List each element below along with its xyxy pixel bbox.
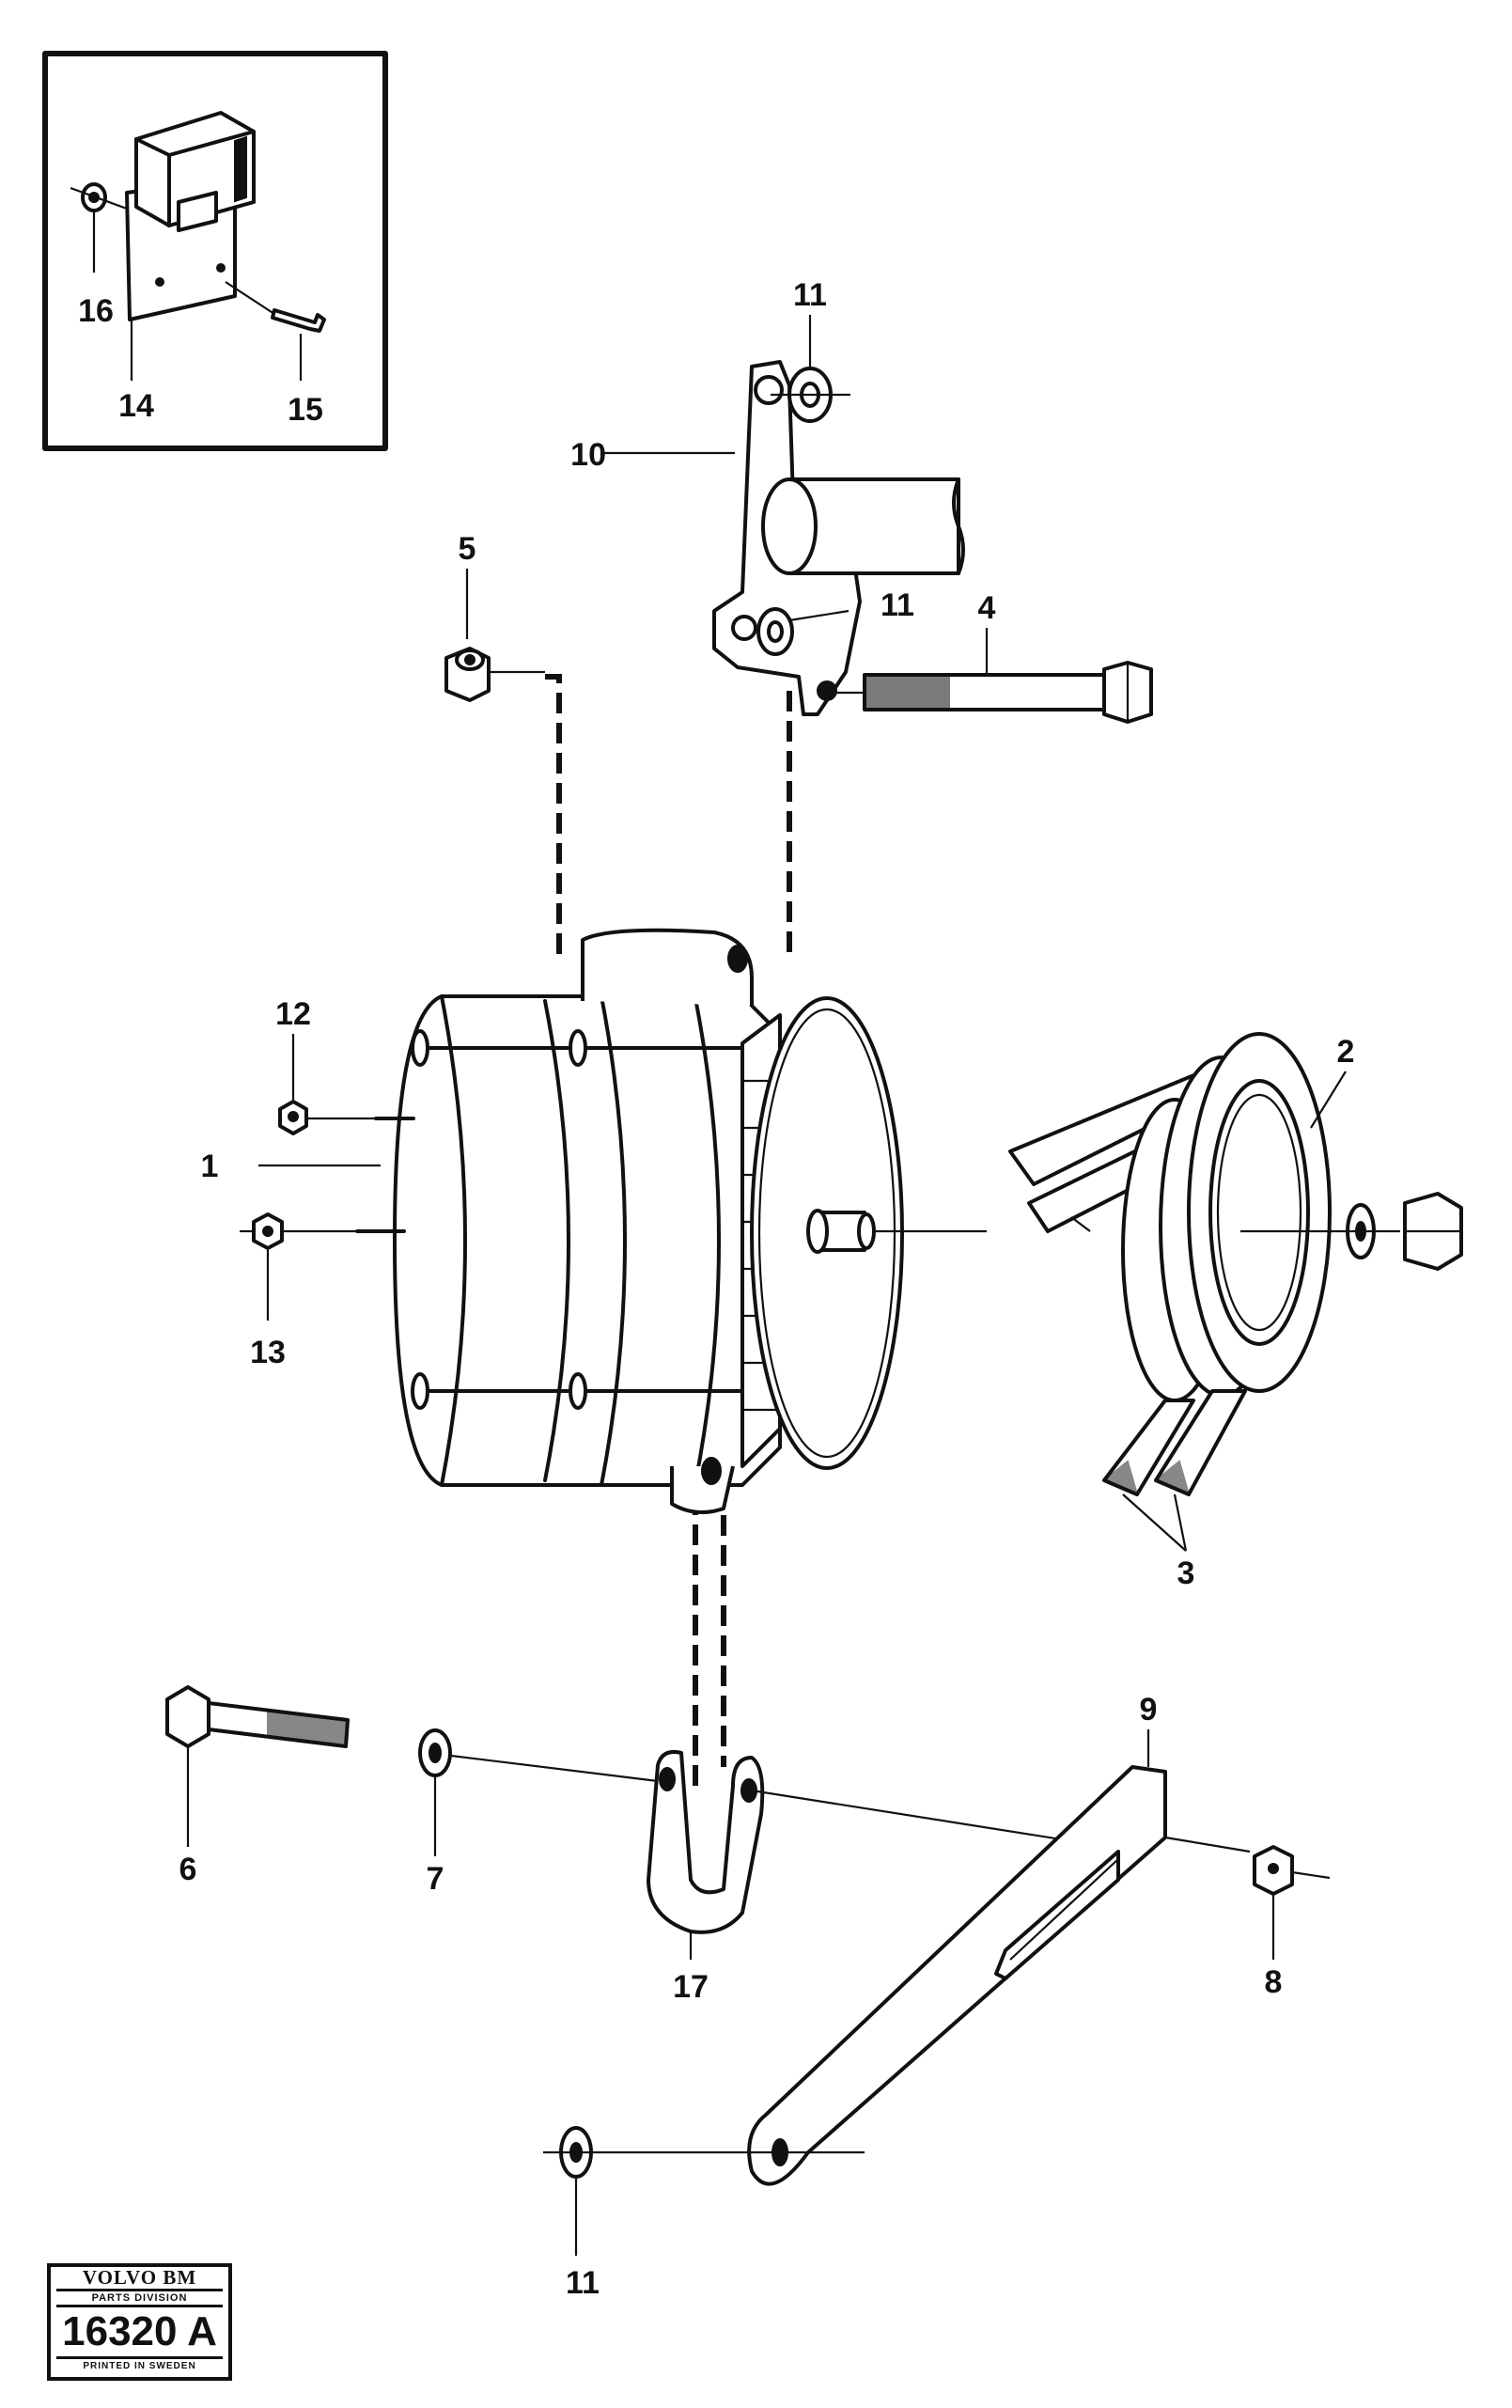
label-part-9: 9 (1140, 1692, 1158, 1728)
label-part-11-mid: 11 (881, 587, 914, 623)
washer-7 (418, 1728, 659, 1856)
label-part-2: 2 (1337, 1034, 1355, 1070)
label-part-7: 7 (427, 1861, 444, 1897)
alternator (258, 928, 987, 1514)
logo-printed-in: PRINTED IN SWEDEN (56, 2356, 223, 2374)
illustration-code: 16320 A (62, 2308, 217, 2354)
label-part-17: 17 (673, 1969, 709, 2005)
logo-division: PARTS DIVISION (56, 2291, 223, 2307)
pulley-and-belts (1008, 1032, 1463, 1552)
relay-inset (42, 51, 388, 451)
bracket-17 (647, 1749, 1110, 1960)
label-part-15: 15 (288, 392, 323, 428)
label-part-16: 16 (78, 293, 114, 329)
lower-bolt-6 (165, 1685, 350, 1847)
label-part-12: 12 (275, 996, 311, 1032)
label-part-3: 3 (1177, 1556, 1195, 1591)
label-part-10: 10 (570, 437, 606, 473)
label-part-8: 8 (1265, 1964, 1283, 2000)
label-part-6: 6 (179, 1852, 197, 1887)
label-part-1: 1 (201, 1149, 219, 1184)
upper-bracket-assembly (601, 315, 1153, 724)
nut-12 (278, 1034, 376, 1135)
volvo-bm-logo-stamp: VOLVO BM PARTS DIVISION 16320 A PRINTED … (47, 2263, 232, 2381)
label-part-13: 13 (250, 1335, 286, 1370)
label-part-5: 5 (459, 531, 476, 567)
label-part-4: 4 (978, 590, 996, 626)
nut-13 (240, 1212, 357, 1321)
logo-brand: VOLVO BM (56, 2267, 223, 2291)
label-part-11-bottom: 11 (566, 2265, 600, 2301)
nut-5 (444, 569, 545, 702)
label-part-11-top: 11 (793, 277, 827, 313)
tension-arm-9 (543, 1729, 1331, 2256)
label-part-14: 14 (118, 388, 154, 424)
dashed-line-nut (545, 674, 562, 954)
